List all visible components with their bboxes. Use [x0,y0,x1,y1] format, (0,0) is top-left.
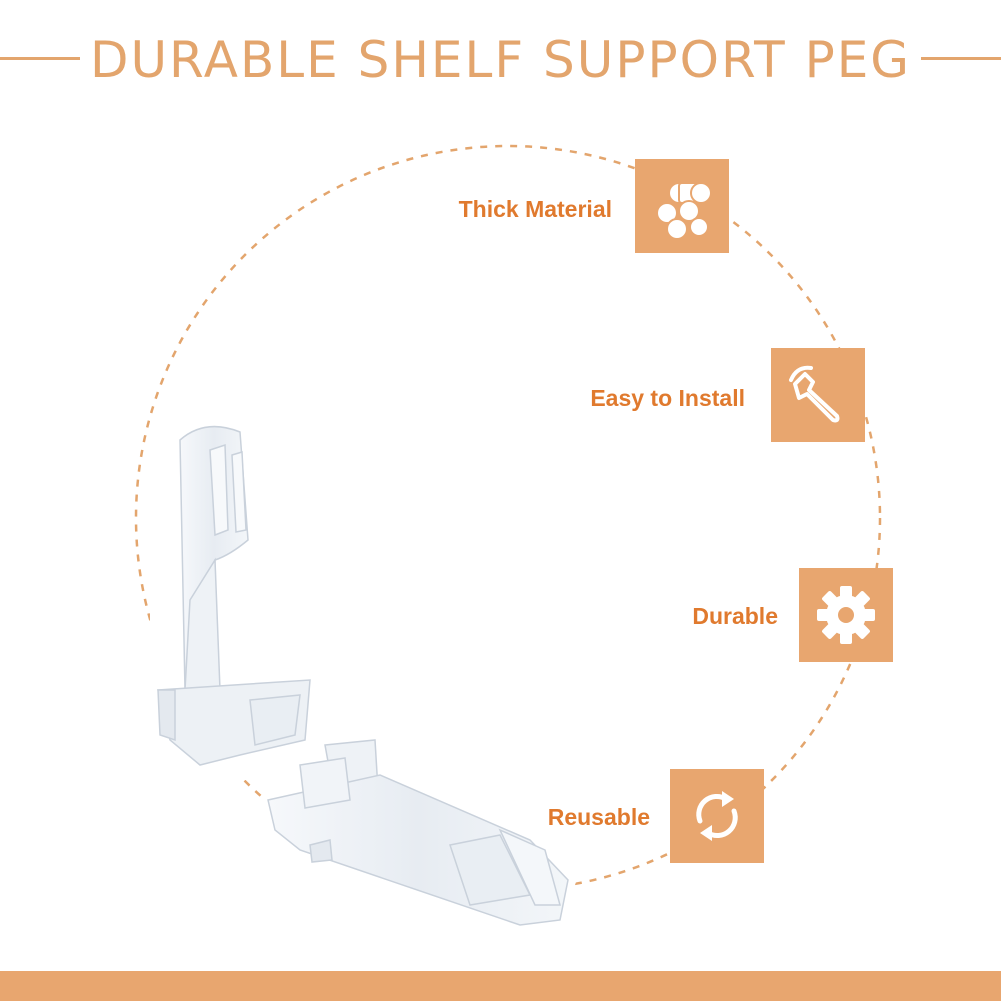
title-rule-right [921,57,1001,60]
feature-icon-box-thick-material [635,159,729,253]
feature-icon-box-easy-to-install [771,348,865,442]
feature-icon-box-durable [799,568,893,662]
shelf-peg-upright [157,425,311,766]
dashed-circle-path [134,144,882,892]
feature-label-easy-to-install: Easy to Install [590,385,745,411]
title-rule-left [0,57,80,60]
feature-icon-box-reusable [670,769,764,863]
page-title: DURABLE SHELF SUPPORT PEG [89,31,912,89]
bottom-accent-bar [0,971,1001,1001]
feature-label-thick-material: Thick Material [458,196,612,222]
feature-label-reusable: Reusable [547,804,650,830]
title-row: DURABLE SHELF SUPPORT PEG [0,22,1001,102]
recycle-arrows-icon [696,791,738,841]
wrench-icon [789,365,840,423]
gear-icon [817,586,875,644]
shelf-peg-lying [267,739,569,926]
feature-label-durable: Durable [692,603,778,629]
stacked-tubes-icon [656,182,712,240]
